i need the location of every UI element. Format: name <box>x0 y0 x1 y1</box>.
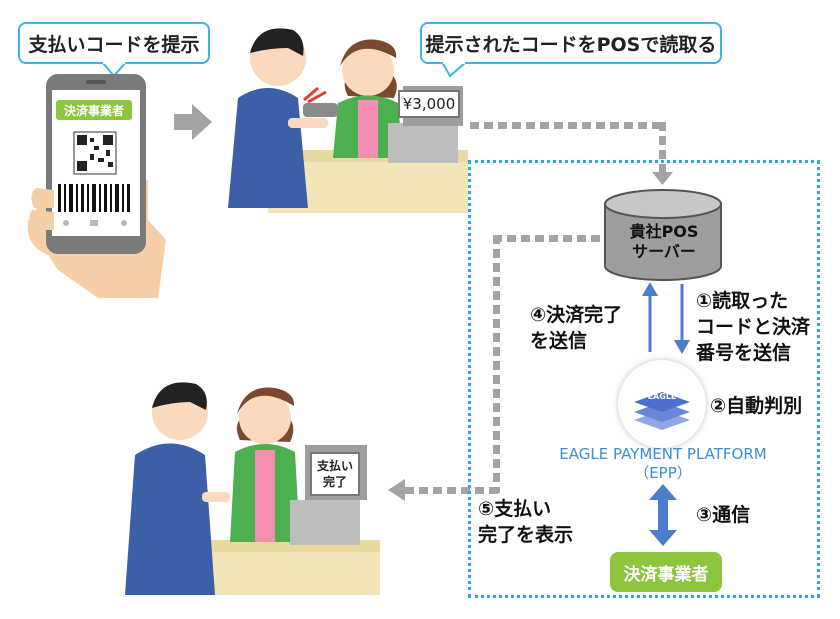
pos-server-label: 貴社POS サーバー <box>603 222 725 262</box>
gray-arrow-down-icon <box>652 172 673 185</box>
checkout-scene-bottom <box>125 382 380 595</box>
epp-region-border <box>468 160 820 598</box>
step2-label: ②自動判別 <box>710 395 803 417</box>
merchant-box-label: 決済事業者 <box>623 564 709 585</box>
checkout-scene-top <box>228 28 468 213</box>
register-price-text: ¥3,000 <box>402 95 456 113</box>
dotted-line-left-bottom <box>405 487 500 494</box>
register-complete-line2: 完了 <box>322 475 347 489</box>
database-icon <box>604 189 722 281</box>
step1-line2: コードと決済 <box>696 316 811 338</box>
step5-line1: ⑤支払い <box>478 498 552 520</box>
register-price-display: ¥3,000 <box>398 90 460 118</box>
register-complete-line1: 支払い <box>316 459 353 473</box>
dotted-line-left-vertical <box>493 235 500 493</box>
phone-merchant-label: 決済事業者 <box>63 103 124 118</box>
step4-line1: ④決済完了 <box>530 304 623 326</box>
platform-name: EAGLE PAYMENT PLATFORM （EPP） <box>532 445 794 483</box>
dotted-line-top-horizontal <box>470 122 666 129</box>
step5-label: ⑤支払い 完了を表示 <box>478 496 573 548</box>
step1-line3: 番号を送信 <box>696 342 792 364</box>
step1-line1: ①読取った <box>696 290 789 312</box>
dotted-line-left-top <box>493 235 611 242</box>
register-complete-display: 支払い 完了 <box>310 452 360 496</box>
bubble-pos-read: 提示されたコードをPOSで読取る <box>420 22 722 64</box>
pos-server-line1: 貴社POS <box>629 222 699 241</box>
step3-label: ③通信 <box>696 504 751 526</box>
step4-label: ④決済完了 を送信 <box>530 302 622 354</box>
eagle-logo-text: EAGLE <box>647 392 677 401</box>
blue-arrows-pos-platform <box>642 282 690 354</box>
bubble-pos-read-text: 提示されたコードをPOSで読取る <box>425 33 717 56</box>
platform-name-line1: EAGLE PAYMENT PLATFORM <box>559 445 767 463</box>
step5-line2: 完了を表示 <box>478 524 574 546</box>
bubble-present-code: 支払いコードを提示 <box>18 22 210 64</box>
gray-arrow-left-icon <box>388 479 405 501</box>
phone-merchant-badge: 決済事業者 <box>56 100 132 120</box>
blue-double-arrow-icon <box>649 484 677 546</box>
step4-line2: を送信 <box>530 330 588 352</box>
gray-arrow-right-icon <box>174 104 212 140</box>
bubble-tail-right <box>441 62 467 78</box>
platform-name-line2: （EPP） <box>634 464 692 482</box>
merchant-box: 決済事業者 <box>610 552 722 592</box>
eagle-logo-layers <box>634 392 690 430</box>
step1-label: ①読取った コードと決済 番号を送信 <box>696 288 810 366</box>
dotted-line-top-vertical <box>659 122 666 174</box>
bubble-present-code-text: 支払いコードを提示 <box>28 33 200 56</box>
pos-server-line2: サーバー <box>632 242 696 261</box>
